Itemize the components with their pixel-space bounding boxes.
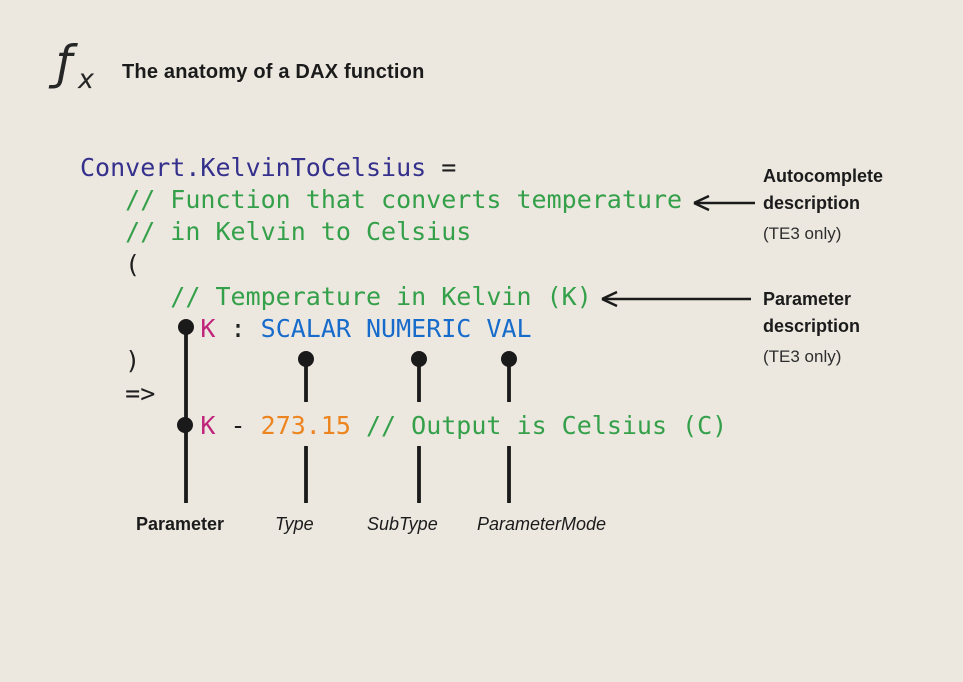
assignment-operator: = <box>426 153 457 182</box>
function-description-comment-2: // in Kelvin to Celsius <box>80 217 472 246</box>
annotation-parameter-description: Parameter description (TE3 only) <box>763 286 860 370</box>
fx-logo: ƒ x <box>56 40 106 102</box>
label-subtype: SubType <box>367 514 438 534</box>
code-line-comment-2: // in Kelvin to Celsius <box>80 219 471 244</box>
code-line-expression: K - 273.15 // Output is Celsius (C) <box>80 413 727 438</box>
output-comment: // Output is Celsius (C) <box>350 411 728 440</box>
colon-separator: : <box>215 314 261 343</box>
annotation-parameter-line1: Parameter <box>763 289 852 309</box>
label-type: Type <box>275 514 314 534</box>
code-line-comment-1: // Function that converts temperature <box>80 187 682 212</box>
indent <box>80 411 200 440</box>
annotation-parameter-line2: description <box>763 316 861 336</box>
function-name: Convert.KelvinToCelsius <box>80 153 427 182</box>
code-line-param-comment: // Temperature in Kelvin (K) <box>80 282 592 311</box>
code-line-lambda-arrow: => <box>80 381 155 406</box>
close-paren: ) <box>80 346 141 375</box>
number-literal: 273.15 <box>260 411 351 440</box>
open-paren: ( <box>80 250 141 279</box>
function-description-comment: // Function that converts temperature <box>80 185 683 214</box>
annotation-autocomplete: Autocomplete description (TE3 only) <box>763 163 883 247</box>
parameter-type-tokens: SCALAR NUMERIC VAL <box>260 314 532 343</box>
lambda-arrow: => <box>80 379 156 408</box>
parameter-description-comment: // Temperature in Kelvin (K) <box>80 282 592 311</box>
code-line-function-name: Convert.KelvinToCelsius = <box>80 155 456 180</box>
annotation-autocomplete-note: (TE3 only) <box>763 224 842 243</box>
code-line-parameter: K : SCALAR NUMERIC VAL <box>80 314 532 343</box>
indent <box>80 314 200 343</box>
annotation-parameter-note: (TE3 only) <box>763 347 842 366</box>
code-line-open-paren: ( <box>80 252 140 277</box>
fx-logo-f-glyph: ƒ <box>56 36 73 91</box>
annotation-autocomplete-line1: Autocomplete <box>763 166 884 186</box>
code-line-close-paren: ) <box>80 348 140 373</box>
label-parameter: Parameter <box>136 514 225 534</box>
label-parameter-mode: ParameterMode <box>477 514 607 534</box>
parameter-k: K <box>200 314 216 343</box>
minus-operator: - <box>215 411 261 440</box>
fx-logo-x-glyph: x <box>78 64 94 95</box>
annotation-autocomplete-line2: description <box>763 193 861 213</box>
page-title: The anatomy of a DAX function <box>122 61 425 83</box>
expression-parameter-k: K <box>200 411 216 440</box>
